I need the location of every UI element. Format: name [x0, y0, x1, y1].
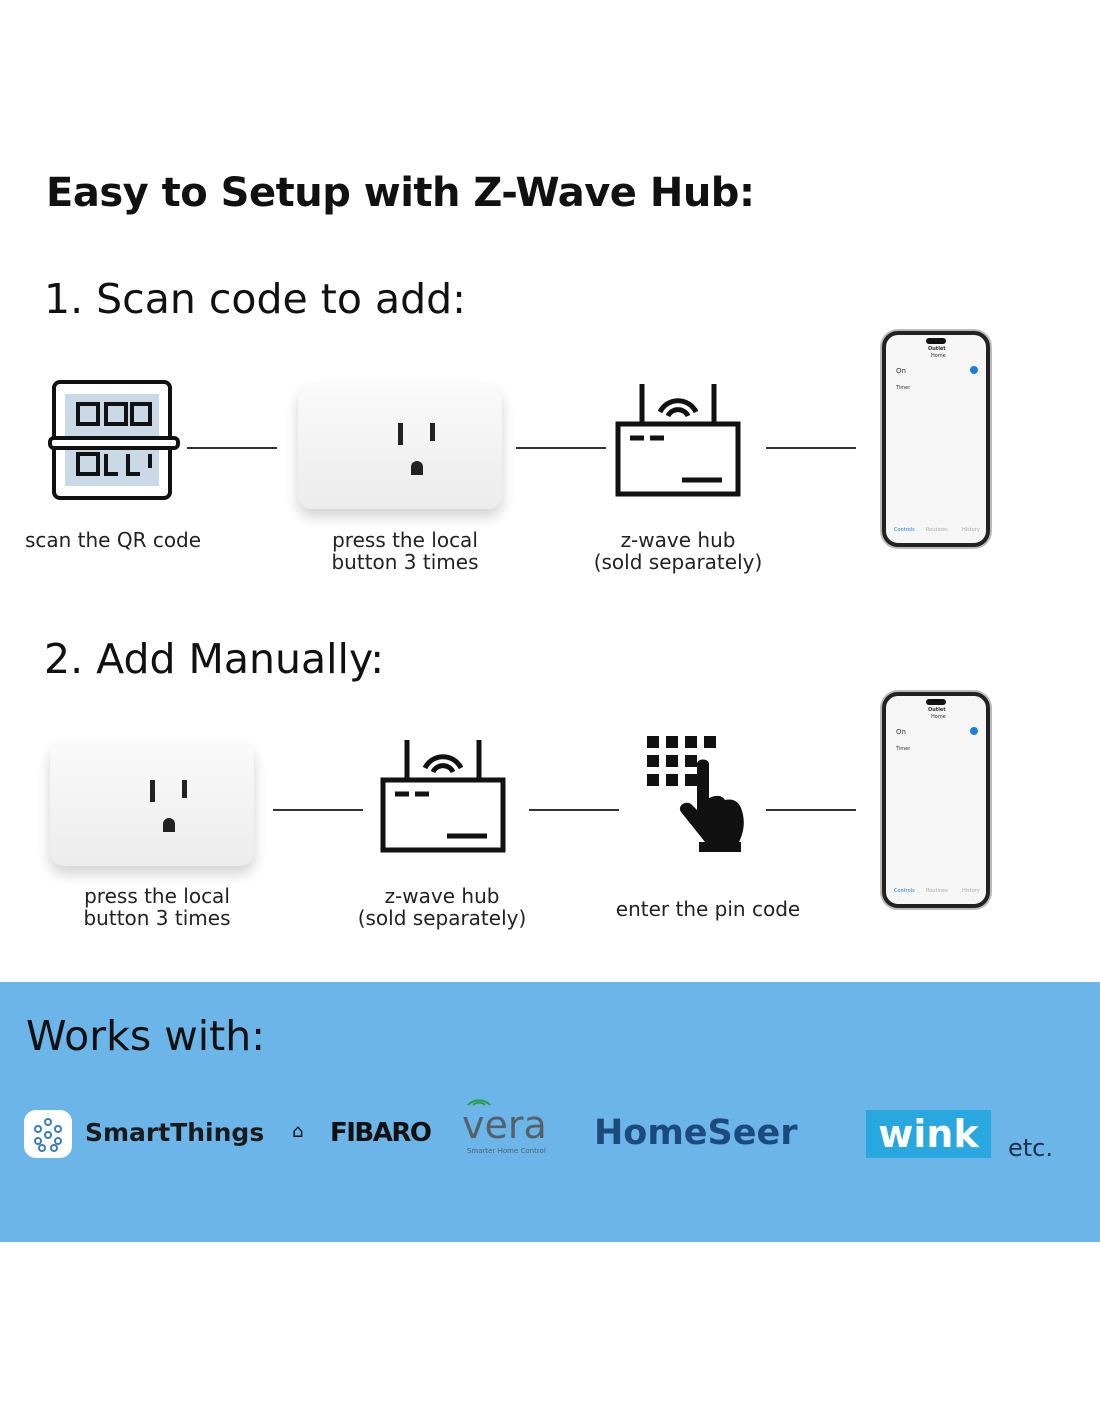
- vera-tagline: Smarter Home Control: [467, 1147, 546, 1155]
- zwave-hub-icon: [615, 384, 741, 497]
- page-title: Easy to Setup with Z-Wave Hub:: [46, 170, 755, 216]
- phone-app-screen: Outlet Home On Timer Controls Routines H…: [882, 331, 990, 547]
- zwave-hub-icon: [380, 740, 506, 853]
- connector-line: [273, 809, 363, 811]
- smart-plug-image: [298, 383, 502, 509]
- connector-line: [529, 809, 619, 811]
- smart-plug-image: [50, 740, 254, 866]
- connector-line: [766, 809, 856, 811]
- caption-press-line1: press the local: [332, 528, 478, 552]
- phone-app-screen: Outlet Home On Timer Controls Routines H…: [882, 692, 990, 908]
- phone-subtitle: Home: [931, 714, 946, 720]
- step2-heading: 2. Add Manually:: [44, 635, 385, 683]
- phone-tab: Controls: [894, 888, 915, 894]
- wink-logo: wink: [866, 1110, 991, 1158]
- fibaro-house-icon: ⌂: [292, 1121, 304, 1142]
- phone-tab: History: [962, 888, 980, 894]
- phone-title: Outlet: [928, 346, 946, 352]
- phone-state: On: [896, 728, 906, 736]
- caption-press-line1: press the local: [84, 884, 230, 908]
- fibaro-logo: FIBARO: [330, 1118, 432, 1148]
- phone-timer: Timer: [896, 385, 911, 391]
- connector-line: [766, 447, 856, 449]
- phone-state: On: [896, 367, 906, 375]
- etc-label: etc.: [1008, 1134, 1053, 1162]
- phone-tab: Controls: [894, 527, 915, 533]
- caption-pin: enter the pin code: [615, 897, 801, 921]
- connector-line: [187, 447, 277, 449]
- vera-wifi-icon: [467, 1099, 491, 1106]
- caption-hub-line1: z-wave hub: [384, 884, 500, 908]
- caption-hub-line2: (sold separately): [593, 550, 763, 574]
- caption-hub-line2: (sold separately): [357, 906, 527, 930]
- power-icon: [970, 727, 978, 735]
- phone-title: Outlet: [928, 707, 946, 713]
- works-with-heading: Works with:: [26, 1012, 266, 1060]
- caption-press-line2: button 3 times: [331, 550, 479, 574]
- phone-tab: History: [962, 527, 980, 533]
- smartthings-logo-icon: [24, 1110, 72, 1158]
- phone-subtitle: Home: [931, 353, 946, 359]
- homeseer-logo: HomeSeer: [594, 1113, 798, 1153]
- qr-scan-icon: [48, 380, 180, 500]
- power-icon: [970, 366, 978, 374]
- step1-heading: 1. Scan code to add:: [44, 275, 466, 323]
- vera-logo: vera: [462, 1103, 547, 1147]
- phone-tab: Routines: [926, 888, 948, 894]
- connector-line: [516, 447, 606, 449]
- caption-press-line2: button 3 times: [83, 906, 231, 930]
- phone-timer: Timer: [896, 746, 911, 752]
- caption-hub-line1: z-wave hub: [620, 528, 736, 552]
- smartthings-logo: SmartThings: [85, 1118, 265, 1147]
- caption-scan: scan the QR code: [24, 528, 202, 552]
- phone-tab: Routines: [926, 527, 948, 533]
- keypad-touch-icon: [647, 736, 744, 852]
